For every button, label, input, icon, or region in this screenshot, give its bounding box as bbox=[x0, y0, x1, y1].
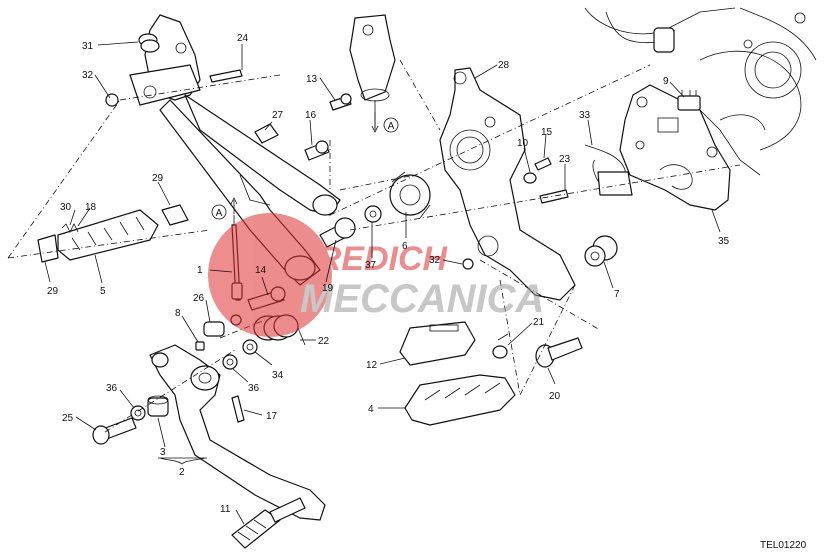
callout-11: 11 bbox=[220, 504, 231, 515]
bracket-29-b bbox=[37, 234, 59, 263]
callout-12: 12 bbox=[366, 360, 378, 371]
engine-casing-outline bbox=[584, 7, 817, 176]
callout-37: 37 bbox=[365, 260, 377, 271]
callout-2: 2 bbox=[179, 467, 185, 478]
callout-5: 5 bbox=[100, 286, 106, 297]
pin-17 bbox=[231, 395, 245, 423]
callout-7: 7 bbox=[614, 289, 620, 300]
callout-24: 24 bbox=[237, 33, 249, 44]
spacer-6 bbox=[389, 171, 431, 219]
callout-19: 19 bbox=[322, 283, 334, 294]
callout-17: 17 bbox=[266, 411, 278, 422]
callout-30: 30 bbox=[60, 202, 72, 213]
bolt-16 bbox=[304, 140, 330, 161]
clip-27 bbox=[254, 123, 279, 144]
callout-leaders bbox=[44, 41, 721, 525]
callout-16: 16 bbox=[305, 110, 317, 121]
footpeg-5 bbox=[57, 209, 159, 261]
callout-29-lower: 29 bbox=[47, 286, 59, 297]
callout-15: 15 bbox=[541, 127, 553, 138]
reference-marker-a-2: A bbox=[211, 197, 238, 220]
callout-27: 27 bbox=[272, 110, 284, 121]
callout-9: 9 bbox=[663, 76, 669, 87]
watermark: FREDICH MECCANICA bbox=[208, 213, 544, 337]
callout-14: 14 bbox=[255, 265, 267, 276]
svg-text:A: A bbox=[216, 208, 223, 219]
callout-36: 36 bbox=[106, 383, 118, 394]
callout-labels: 31 24 32 13 16 27 28 9 33 15 10 23 29 30… bbox=[47, 33, 730, 515]
bolt-20 bbox=[535, 337, 583, 368]
callout-13: 13 bbox=[306, 74, 318, 85]
callout-10: 10 bbox=[517, 138, 529, 149]
bolt-19 bbox=[319, 217, 356, 248]
rear-bracket-35 bbox=[619, 84, 731, 211]
svg-text:A: A bbox=[388, 121, 395, 132]
footpeg-12 bbox=[399, 321, 476, 366]
callout-23: 23 bbox=[559, 154, 571, 165]
spring-31 bbox=[138, 33, 160, 53]
callout-32: 32 bbox=[82, 70, 94, 81]
callout-22: 22 bbox=[318, 336, 330, 347]
spring-21 bbox=[492, 333, 509, 359]
bracket-29-a bbox=[161, 204, 189, 226]
support-bracket-28 bbox=[439, 67, 576, 301]
callout-28: 28 bbox=[498, 60, 510, 71]
clip-10 bbox=[523, 172, 537, 184]
callout-25: 25 bbox=[62, 413, 74, 424]
shift-peg-11 bbox=[231, 497, 306, 549]
washer-34 bbox=[242, 339, 258, 355]
spacer-7 bbox=[584, 235, 618, 267]
pin-24 bbox=[209, 69, 243, 83]
washer-36-right bbox=[222, 354, 238, 370]
screw-15 bbox=[534, 157, 552, 171]
nut-32-right bbox=[462, 258, 474, 270]
callout-29: 29 bbox=[152, 173, 164, 184]
callout-6: 6 bbox=[402, 241, 408, 252]
reference-marker-a-1: A bbox=[371, 112, 399, 133]
callout-21: 21 bbox=[533, 317, 545, 328]
spring-18 bbox=[61, 223, 79, 233]
pin-8 bbox=[195, 341, 205, 351]
callout-18: 18 bbox=[85, 202, 97, 213]
callout-33: 33 bbox=[579, 110, 591, 121]
brake-reservoir bbox=[349, 14, 396, 128]
svg-text:MECCANICA: MECCANICA bbox=[300, 277, 544, 321]
nut-32-top bbox=[105, 93, 119, 107]
footpeg-4 bbox=[404, 374, 516, 426]
bushing-3 bbox=[147, 395, 169, 417]
callout-3: 3 bbox=[160, 447, 166, 458]
callout-20: 20 bbox=[549, 391, 561, 402]
callout-1: 1 bbox=[197, 265, 203, 276]
connector-9 bbox=[677, 90, 701, 111]
callout-36-right: 36 bbox=[248, 383, 260, 394]
callout-26: 26 bbox=[193, 293, 205, 304]
callout-31: 31 bbox=[82, 41, 94, 52]
washer-37 bbox=[364, 205, 382, 223]
callout-4: 4 bbox=[368, 404, 374, 415]
bolt-25 bbox=[92, 417, 137, 445]
callout-34: 34 bbox=[272, 370, 284, 381]
washer-36-left bbox=[130, 405, 146, 421]
callout-35: 35 bbox=[718, 236, 730, 247]
drawing-code: TEL01220 bbox=[760, 540, 807, 551]
callout-32-right: 32 bbox=[429, 255, 441, 266]
callout-8: 8 bbox=[175, 308, 181, 319]
sensor-cable-33 bbox=[584, 144, 633, 196]
pin-23 bbox=[539, 189, 569, 204]
lever-2 bbox=[149, 344, 326, 521]
bolt-13 bbox=[329, 93, 352, 111]
